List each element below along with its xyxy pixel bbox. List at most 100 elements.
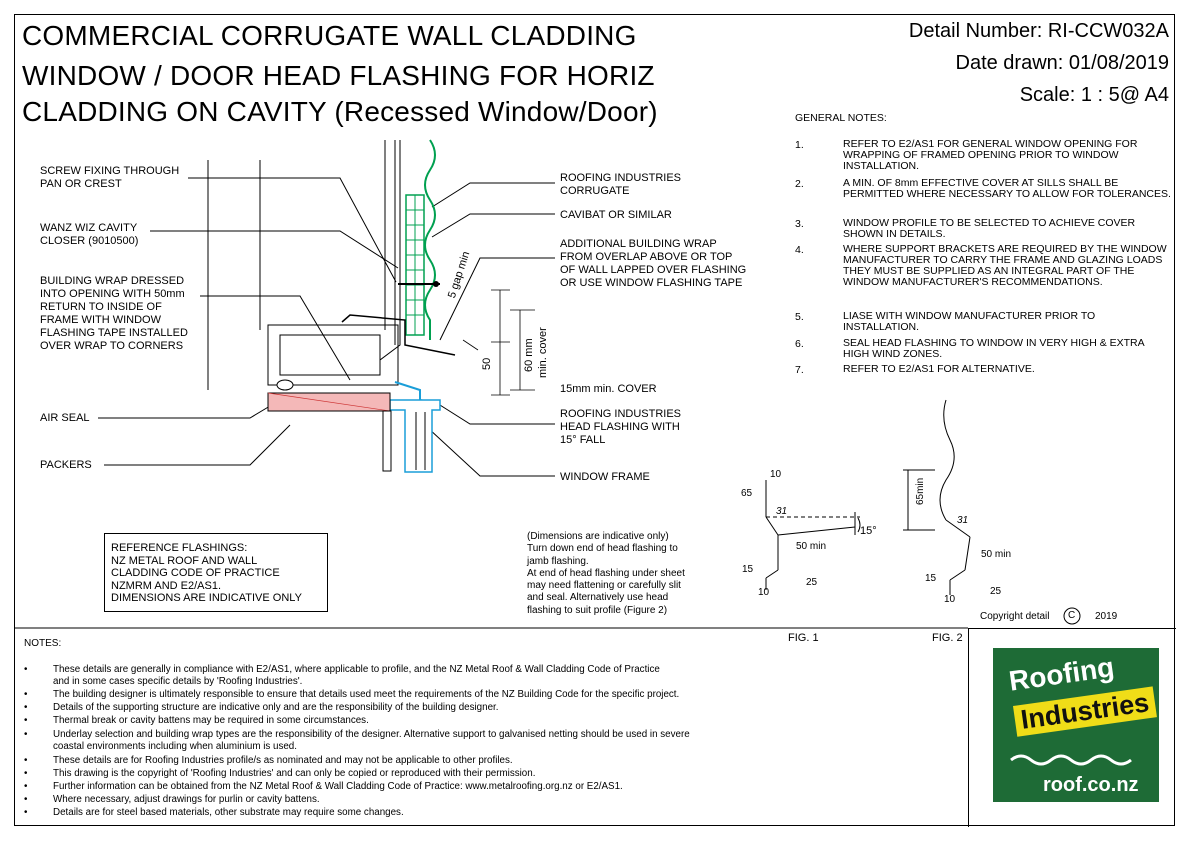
label-building-wrap: FRAME WITH WINDOW xyxy=(40,314,161,326)
dimension-note-line: At end of head flashing under sheet xyxy=(527,567,685,579)
label-additional-wrap: FROM OVERLAP ABOVE OR TOP xyxy=(560,251,733,263)
notes-bullet: • xyxy=(24,755,28,766)
notes-text: These details are generally in complianc… xyxy=(53,664,660,675)
notes-text: These details are for Roofing Industries… xyxy=(53,755,513,766)
reference-line: CLADDING CODE OF PRACTICE xyxy=(111,567,280,579)
notes-text: Underlay selection and building wrap typ… xyxy=(53,729,690,740)
notes-bullet: • xyxy=(24,768,28,779)
leader-screw xyxy=(188,177,397,283)
logo-panel xyxy=(968,628,1176,827)
fig1-dim-10-top: 10 xyxy=(770,469,782,480)
reference-line: REFERENCE FLASHINGS: xyxy=(111,542,248,554)
title-line-3: CLADDING ON CAVITY (Recessed Window/Door… xyxy=(22,96,658,127)
general-notes-heading: GENERAL NOTES: xyxy=(795,112,887,124)
label-packers: PACKERS xyxy=(40,459,92,471)
fig1-dim-31: 31 xyxy=(776,506,788,517)
label-additional-wrap: ADDITIONAL BUILDING WRAP xyxy=(560,238,717,250)
label-corrugate: CORRUGATE xyxy=(560,185,630,197)
notes-heading: NOTES: xyxy=(24,638,62,649)
general-note-text: REFER TO E2/AS1 FOR ALTERNATIVE. xyxy=(843,363,1035,375)
general-note-number: 5. xyxy=(795,311,804,323)
label-building-wrap: OVER WRAP TO CORNERS xyxy=(40,340,184,352)
copyright-symbol: C xyxy=(1068,610,1076,621)
label-corrugate: ROOFING INDUSTRIES xyxy=(560,172,682,184)
fig2-caption: FIG. 2 xyxy=(932,632,963,644)
fig2-dim-15: 15 xyxy=(925,573,937,584)
dim-50: 50 xyxy=(481,357,493,370)
leader-closer xyxy=(150,230,399,269)
reference-line: NZMRM AND E2/AS1. xyxy=(111,579,222,592)
leader-head-flashing xyxy=(431,399,555,425)
general-note-number: 7. xyxy=(795,364,804,376)
sheet-border xyxy=(14,14,1175,826)
notes-bullet: • xyxy=(24,729,28,740)
leader-corrugate xyxy=(431,182,555,208)
fig2-dim-10: 10 xyxy=(944,594,956,605)
label-building-wrap: BUILDING WRAP DRESSED xyxy=(40,275,185,287)
logo-wave-icon xyxy=(1010,754,1132,766)
notes-text: Where necessary, adjust drawings for pur… xyxy=(53,794,320,805)
general-note-text: SEAL HEAD FLASHING TO WINDOW IN VERY HIG… xyxy=(843,337,1145,360)
notes-bullet: • xyxy=(24,702,28,713)
fig1-dim-15: 15 xyxy=(742,564,754,575)
reference-flashings-box: REFERENCE FLASHINGS: NZ METAL ROOF AND W… xyxy=(104,533,328,612)
general-note-text: REFER TO E2/AS1 FOR GENERAL WINDOW OPENI… xyxy=(843,138,1138,172)
logo-url: roof.co.nz xyxy=(1043,774,1139,796)
leader-cavibat xyxy=(431,213,555,238)
reference-line: NZ METAL ROOF AND WALL xyxy=(111,554,258,567)
notes-bullet: • xyxy=(24,807,28,818)
detail-number: Detail Number: RI-CCW032A xyxy=(908,20,1169,42)
label-head-flashing: ROOFING INDUSTRIES xyxy=(560,408,682,420)
fig1-profile xyxy=(765,480,861,590)
general-note-number: 6. xyxy=(795,338,804,350)
fig1-dim-50: 50 min xyxy=(796,541,827,552)
fig2-dim-65min: 65min xyxy=(915,477,926,505)
fig2-dim-50: 50 min xyxy=(981,549,1012,560)
fig1-dim-10-bottom: 10 xyxy=(758,587,770,598)
notes-bullet: • xyxy=(24,794,28,805)
label-head-flashing: HEAD FLASHING WITH xyxy=(560,421,680,433)
notes-text: Details are for steel based materials, o… xyxy=(53,807,404,818)
label-cavibat: CAVIBAT OR SIMILAR xyxy=(560,209,672,221)
label-building-wrap: FLASHING TAPE INSTALLED xyxy=(40,327,188,339)
notes-text: coastal environments including when alum… xyxy=(53,741,297,752)
reference-line: DIMENSIONS ARE INDICATIVE ONLY xyxy=(111,592,302,604)
general-note-number: 1. xyxy=(795,139,804,151)
general-note-number: 3. xyxy=(795,218,804,230)
general-note-text: WINDOW PROFILE TO BE SELECTED TO ACHIEVE… xyxy=(843,217,1136,240)
general-note-number: 2. xyxy=(795,178,804,190)
leader-packers xyxy=(104,424,291,466)
label-min-cover: 15mm min. COVER xyxy=(560,383,657,395)
notes-bullet: • xyxy=(24,715,28,726)
fig2-dim-25: 25 xyxy=(990,586,1002,597)
notes-bullet: • xyxy=(24,689,28,700)
date-drawn: Date drawn: 01/08/2019 xyxy=(955,52,1170,74)
notes-text: This drawing is the copyright of 'Roofin… xyxy=(53,768,536,779)
dimension-note: (Dimensions are indicative only) Turn do… xyxy=(527,531,722,617)
leader-air-seal xyxy=(98,405,271,419)
drawing-scale: Scale: 1 : 5@ A4 xyxy=(1019,84,1169,106)
label-building-wrap: RETURN TO INSIDE OF xyxy=(40,301,162,313)
copyright-text: Copyright detail xyxy=(980,611,1050,622)
label-additional-wrap: OF WALL LAPPED OVER FLASHING xyxy=(560,264,747,276)
roofing-industries-logo: Roofing Industries roof.co.nz xyxy=(993,648,1159,802)
notes-bullet: • xyxy=(24,781,28,792)
label-screw-fixing: SCREW FIXING THROUGH xyxy=(40,165,180,177)
label-air-seal: AIR SEAL xyxy=(40,412,90,424)
general-note-text: WHERE SUPPORT BRACKETS ARE REQUIRED BY T… xyxy=(843,243,1167,288)
dim-min-cover: min. cover xyxy=(537,327,549,378)
fig1-dim-65: 65 xyxy=(741,488,753,499)
fig2-profile xyxy=(903,399,971,595)
notes-text: Further information can be obtained from… xyxy=(53,781,623,792)
notes-text: and in some cases specific details by 'R… xyxy=(53,676,303,687)
dimension-note-line: may need flattening or carefully slit xyxy=(527,580,681,592)
dimension-note-line: (Dimensions are indicative only) xyxy=(527,531,669,542)
dim-60mm: 60 mm xyxy=(523,338,535,372)
dimension-note-line: and seal. Alternatively use head xyxy=(527,592,669,604)
notes-text: Details of the supporting structure are … xyxy=(53,702,499,713)
general-note-text: A MIN. OF 8mm EFFECTIVE COVER AT SILLS S… xyxy=(843,177,1171,200)
notes-bullet: • xyxy=(24,664,28,675)
label-cavity-closer: CLOSER (9010500) xyxy=(40,235,139,247)
